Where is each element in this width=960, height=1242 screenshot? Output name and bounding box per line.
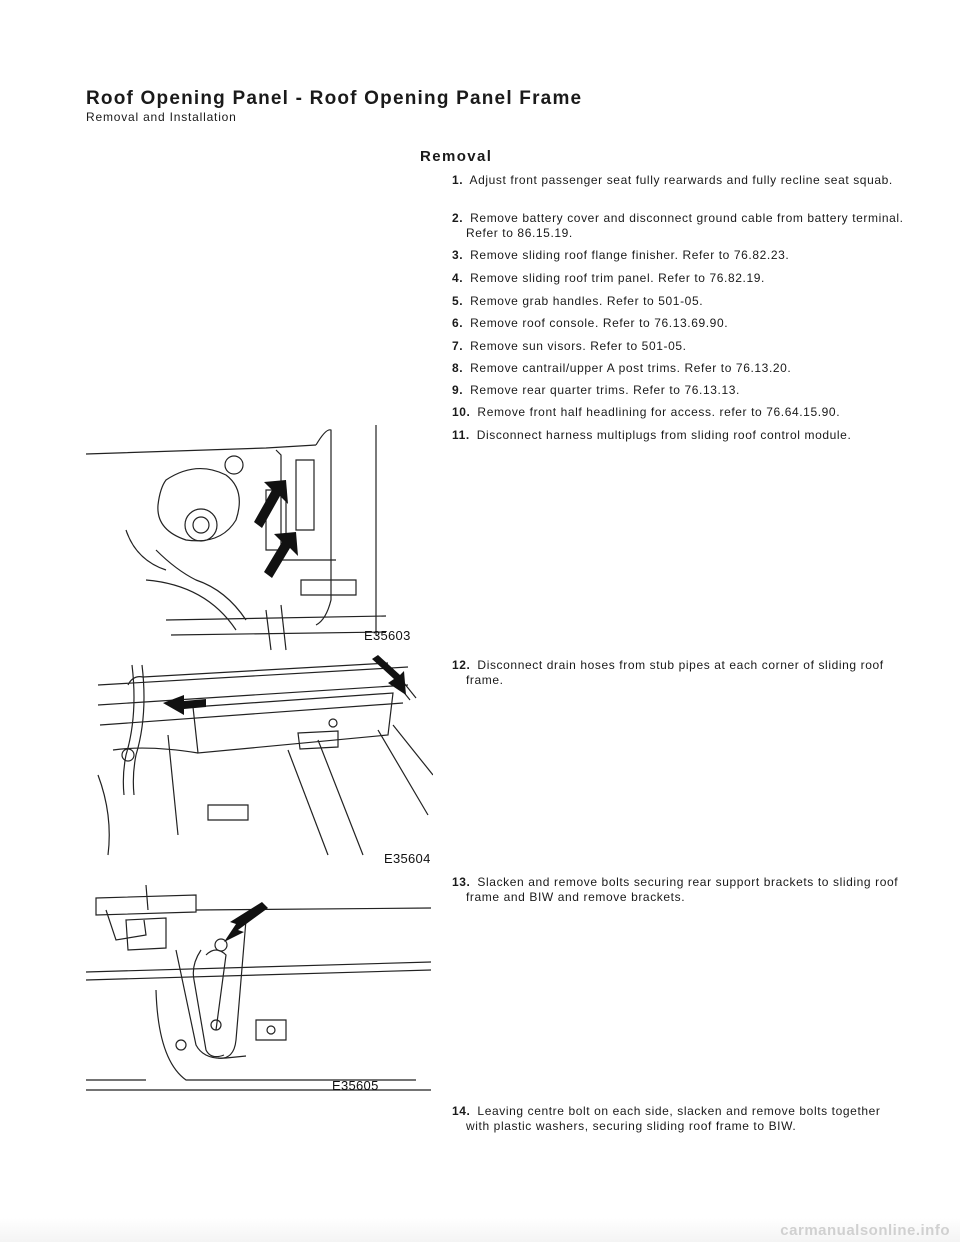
arrow-icon — [224, 902, 268, 942]
arrow-icon — [163, 655, 406, 715]
step-10: 10. Remove front half headlining for acc… — [452, 405, 906, 420]
step-text: Remove sliding roof trim panel. Refer to… — [470, 271, 765, 285]
step-4: 4. Remove sliding roof trim panel. Refer… — [452, 271, 906, 286]
step-number: 14. — [452, 1104, 471, 1118]
step-number: 3. — [452, 248, 464, 262]
step-text: Remove battery cover and disconnect grou… — [466, 211, 904, 240]
step-6: 6. Remove roof console. Refer to 76.13.6… — [452, 316, 906, 331]
step-text: Remove sun visors. Refer to 501-05. — [470, 339, 687, 353]
step-number: 2. — [452, 211, 464, 225]
step-text: Remove rear quarter trims. Refer to 76.1… — [470, 383, 740, 397]
step-3: 3. Remove sliding roof flange finisher. … — [452, 248, 906, 263]
step-7: 7. Remove sun visors. Refer to 501-05. — [452, 339, 906, 354]
rear-support-bracket-illustration — [86, 884, 431, 1091]
step-text: Disconnect harness multiplugs from slidi… — [476, 428, 852, 442]
page-title: Roof Opening Panel - Roof Opening Panel … — [86, 88, 583, 109]
step-14: 14. Leaving centre bolt on each side, sl… — [452, 1104, 906, 1134]
step-number: 13. — [452, 875, 471, 889]
step-number: 8. — [452, 361, 464, 375]
figure-code: E35605 — [332, 1078, 379, 1093]
figure-code: E35603 — [364, 628, 411, 643]
step-text: Slacken and remove bolts securing rear s… — [466, 875, 899, 904]
drain-hose-stub-pipe-illustration — [97, 655, 433, 856]
page-subtitle: Removal and Installation — [86, 110, 237, 124]
step-8: 8. Remove cantrail/upper A post trims. R… — [452, 361, 906, 376]
step-number: 11. — [452, 428, 470, 442]
step-text: Remove sliding roof flange finisher. Ref… — [470, 248, 790, 262]
step-text: Disconnect drain hoses from stub pipes a… — [466, 658, 884, 687]
figure-code: E35604 — [384, 851, 431, 866]
figure-e35603: E35603 — [86, 420, 426, 652]
step-number: 9. — [452, 383, 464, 397]
step-9: 9. Remove rear quarter trims. Refer to 7… — [452, 383, 906, 398]
step-text: Remove cantrail/upper A post trims. Refe… — [470, 361, 792, 375]
figure-e35605: E35605 — [86, 880, 431, 1102]
watermark-bar: carmanualsonline.info — [0, 1218, 960, 1242]
step-text: Remove roof console. Refer to 76.13.69.9… — [470, 316, 729, 330]
step-12: 12. Disconnect drain hoses from stub pip… — [452, 658, 906, 688]
step-number: 10. — [452, 405, 471, 419]
step-5: 5. Remove grab handles. Refer to 501-05. — [452, 294, 906, 309]
step-text: Adjust front passenger seat fully rearwa… — [469, 173, 893, 187]
step-1: 1. Adjust front passenger seat fully rea… — [452, 173, 906, 188]
step-number: 1. — [452, 173, 464, 187]
step-13: 13. Slacken and remove bolts securing re… — [452, 875, 906, 905]
step-2: 2. Remove battery cover and disconnect g… — [452, 211, 906, 241]
step-number: 6. — [452, 316, 464, 330]
arrow-icon — [254, 480, 298, 578]
step-text: Leaving centre bolt on each side, slacke… — [466, 1104, 881, 1133]
step-number: 7. — [452, 339, 464, 353]
step-11: 11. Disconnect harness multiplugs from s… — [452, 428, 906, 443]
step-text: Remove grab handles. Refer to 501-05. — [470, 294, 704, 308]
sliding-roof-control-module-illustration — [86, 425, 387, 651]
step-number: 12. — [452, 658, 471, 672]
step-number: 5. — [452, 294, 464, 308]
step-text: Remove front half headlining for access.… — [477, 405, 841, 419]
figure-e35604: E35604 — [88, 655, 433, 866]
step-number: 4. — [452, 271, 464, 285]
watermark-text: carmanualsonline.info — [780, 1222, 950, 1239]
section-heading: Removal — [420, 148, 493, 165]
